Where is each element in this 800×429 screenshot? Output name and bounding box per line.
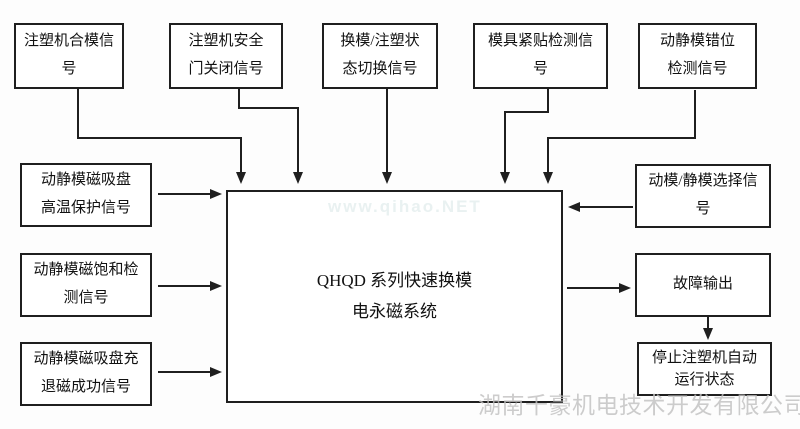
box-mold-select-signal: 动模/静模选择信 号 [635, 164, 771, 228]
arrowhead-down-icon [293, 172, 303, 184]
arrowhead-right-icon [210, 281, 222, 291]
box-mold-change-state-switch-signal: 换模/注塑状 态切换信号 [322, 23, 438, 89]
connector-mold-select-to-system [568, 202, 633, 212]
arrowhead-down-icon [543, 172, 553, 184]
arrowhead-right-icon [210, 189, 222, 199]
arrowhead-left-icon [568, 202, 580, 212]
connector-high-temp-to-system [158, 189, 222, 199]
arrowhead-down-icon [500, 172, 510, 184]
box-injection-mold-close-signal: 注塑机合模信 号 [14, 23, 124, 89]
connector-mold-contact-to-system [500, 89, 549, 184]
connector-system-to-fault-output [567, 283, 631, 293]
qhqd-system-label: QHQD 系列快速换模 电永磁系统 [316, 270, 473, 321]
box-fault-output: 故障输出 [635, 253, 771, 317]
connector-mode-switch-to-system [382, 89, 392, 184]
connector-safety-door-to-system [238, 89, 303, 184]
box-stop-auto-run-state: 停止注塑机自动 运行状态 [637, 342, 772, 396]
connector-misalign-to-system [543, 90, 696, 184]
connector-fault-to-stop-run [703, 317, 713, 340]
box-safety-door-close-signal: 注塑机安全 门关闭信号 [169, 23, 283, 89]
site-watermark: www.qihao.NET [328, 197, 482, 216]
arrowhead-down-icon [382, 172, 392, 184]
connector-demag-success-to-system [158, 367, 222, 377]
box-high-temp-protect-signal: 动静模磁吸盘 高温保护信号 [20, 163, 152, 227]
arrowhead-right-icon [210, 367, 222, 377]
box-mold-contact-detect-signal: 模具紧贴检测信 号 [473, 23, 608, 89]
arrowhead-down-icon [703, 328, 713, 340]
box-qhqd-system: www.qihao.NET QHQD 系列快速换模 电永磁系统 [226, 190, 563, 403]
connector-saturation-to-system [158, 281, 222, 291]
arrowhead-right-icon [619, 283, 631, 293]
connector-mold-close-to-system [77, 89, 246, 184]
box-magnetic-saturation-detect-signal: 动静模磁饱和检 测信号 [20, 253, 152, 317]
arrowhead-down-icon [236, 172, 246, 184]
box-mold-misalign-detect-signal: 动静模错位 检测信号 [638, 23, 757, 89]
box-mag-demag-success-signal: 动静模磁吸盘充 退磁成功信号 [20, 342, 152, 406]
company-watermark: 湖南千豪机电技术开发有限公司 [478, 393, 800, 418]
